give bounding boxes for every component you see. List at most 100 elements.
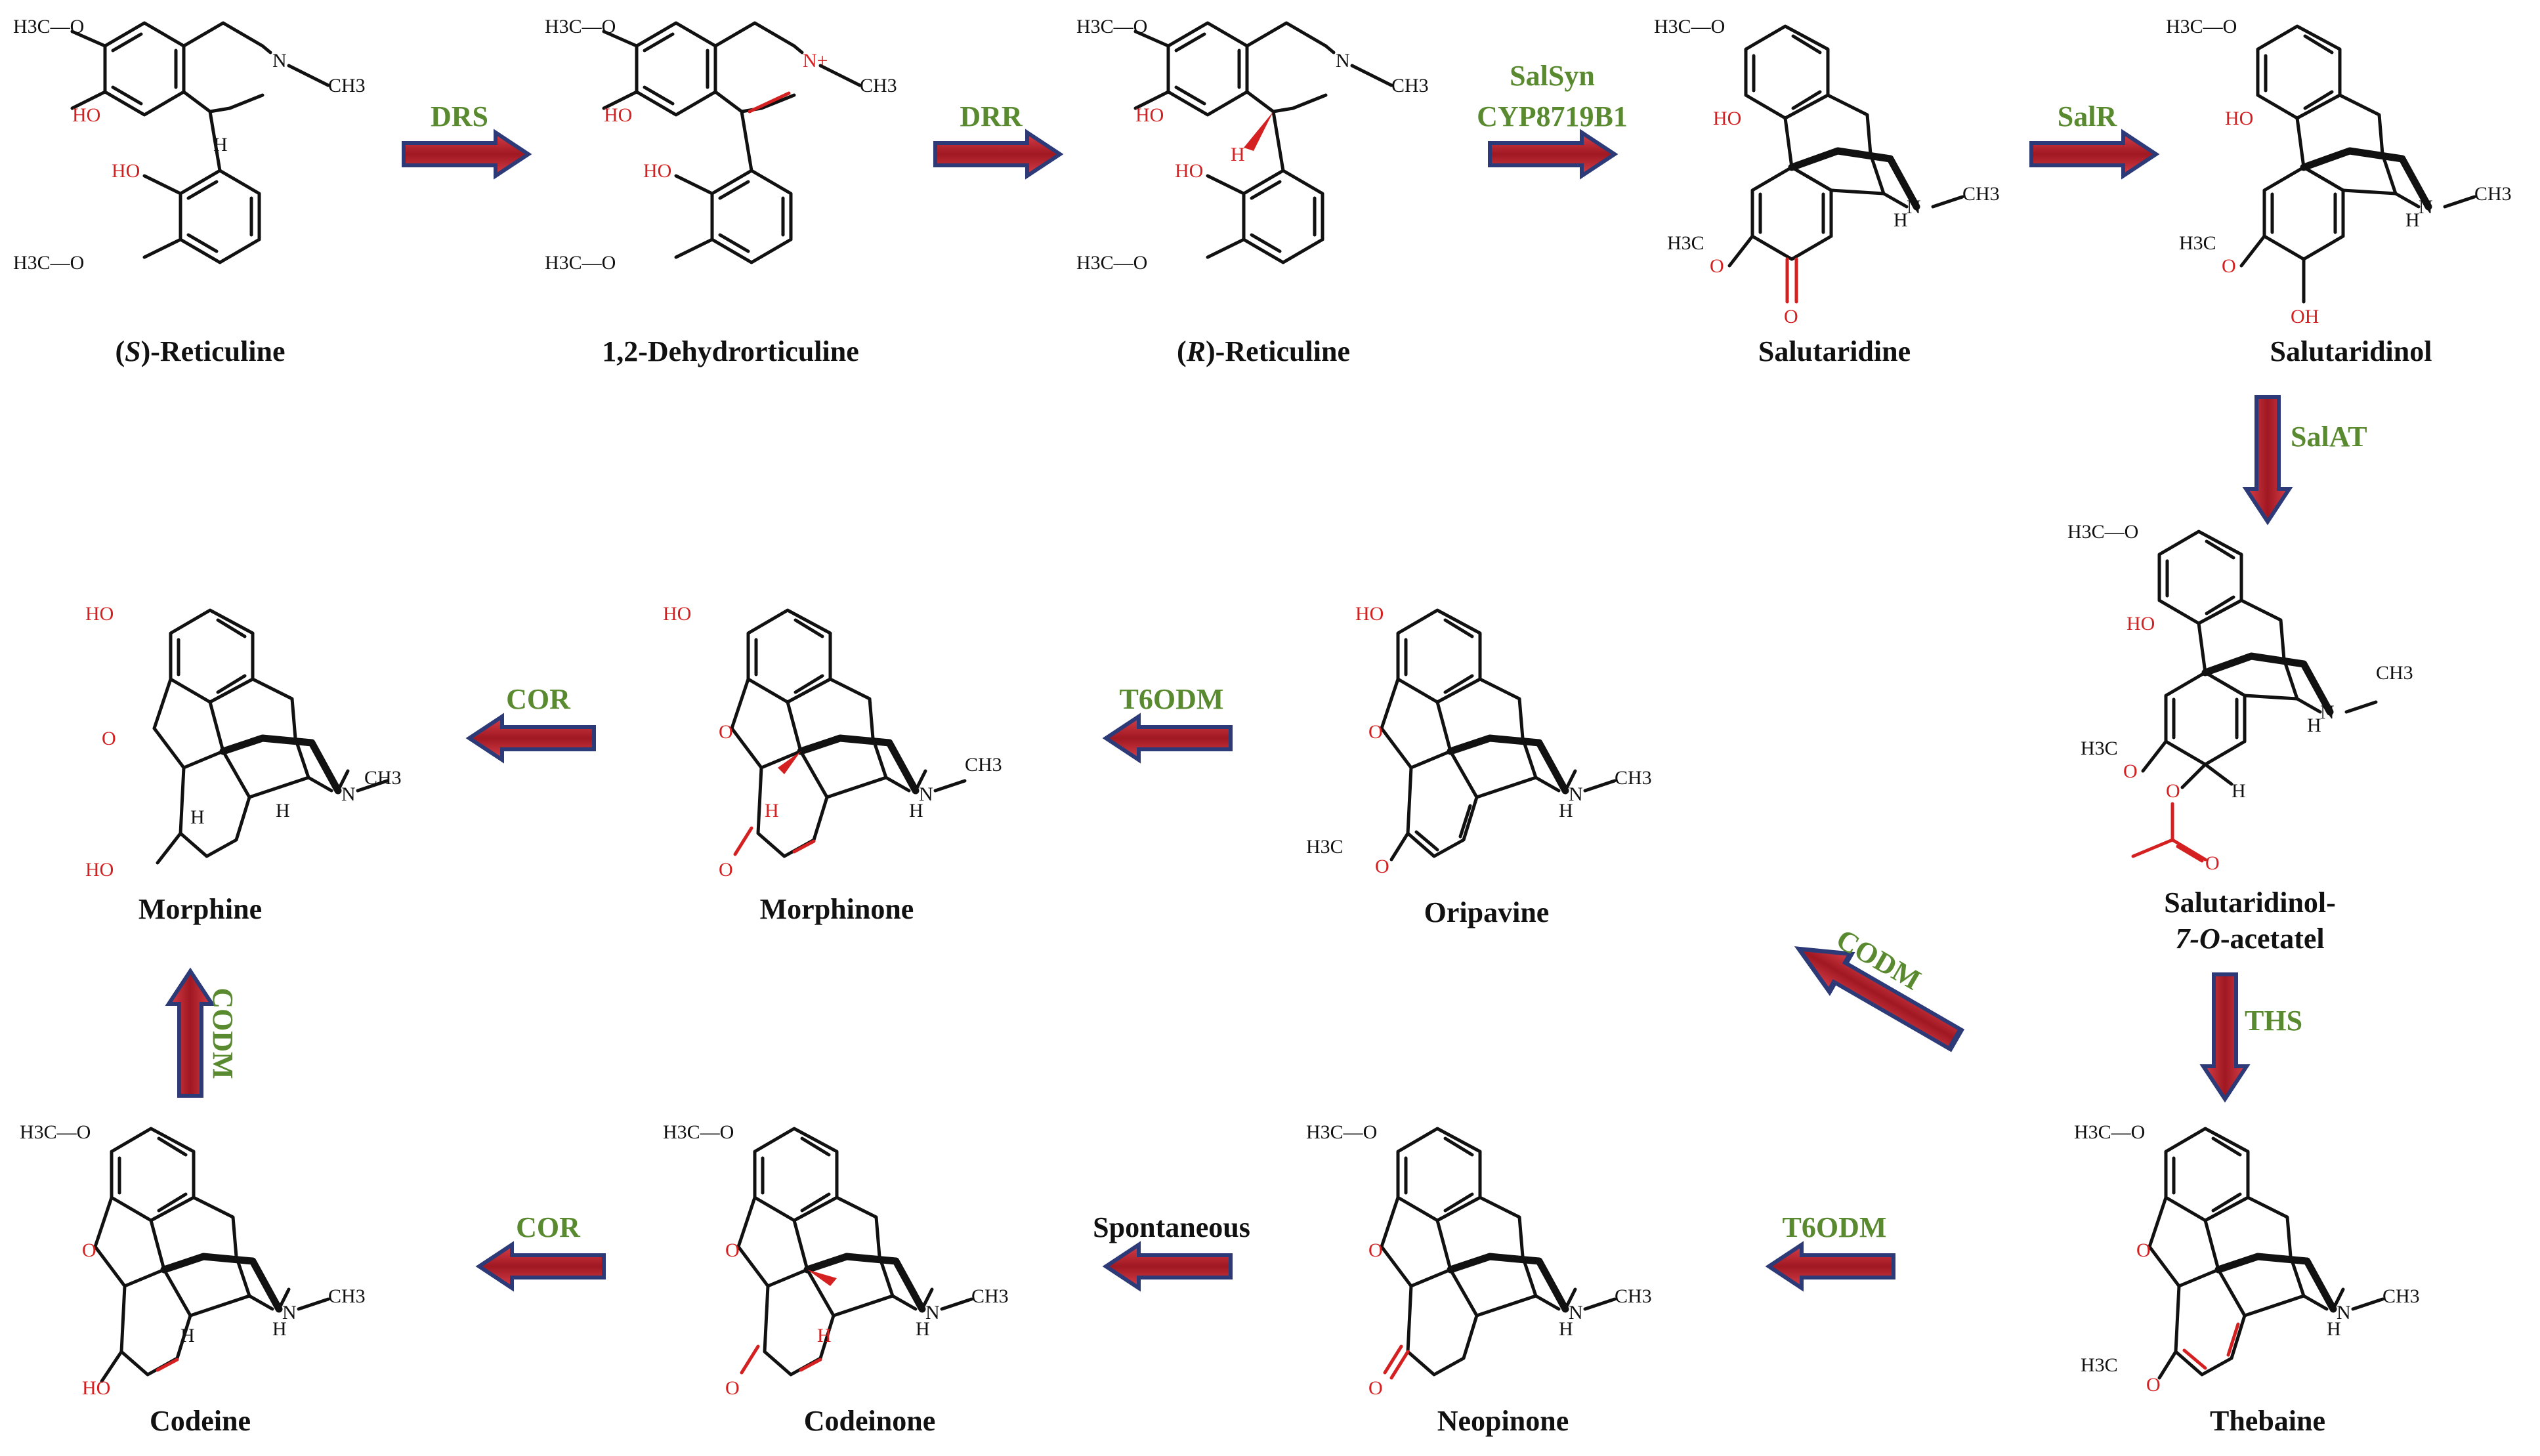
svg-text:H: H bbox=[817, 1325, 832, 1346]
neopinone-label: Neopinone bbox=[1437, 1405, 1569, 1437]
svg-text:HO: HO bbox=[85, 859, 114, 881]
oripavine-structure: HO O N CH3 H H3C O bbox=[1306, 603, 1652, 877]
svg-text:CH3: CH3 bbox=[364, 767, 402, 789]
codeine-label: Codeine bbox=[150, 1405, 251, 1437]
salutaridine-structure: H3C—O HO N CH3 H H3C O O bbox=[1654, 16, 2000, 327]
svg-text:HO: HO bbox=[1355, 603, 1384, 625]
thebaine-structure: H3C—O O N CH3 H H3C O bbox=[2074, 1121, 2420, 1396]
svg-text:H3C—O: H3C—O bbox=[13, 16, 84, 37]
svg-text:HO: HO bbox=[2127, 613, 2155, 634]
svg-text:N: N bbox=[919, 783, 933, 805]
svg-text:H3C—O: H3C—O bbox=[545, 16, 616, 37]
svg-text:O: O bbox=[1368, 1377, 1383, 1399]
svg-text:N+: N+ bbox=[803, 50, 828, 72]
svg-text:H3C: H3C bbox=[1667, 232, 1704, 254]
svg-text:H: H bbox=[916, 1318, 930, 1340]
drs-label: DRS bbox=[431, 100, 488, 133]
r-reticuline-structure: H3C—O HO N CH3 H HO H3C—O bbox=[1076, 16, 1429, 274]
salutaridinol-structure: H3C—O HO N CH3 H H3C O OH bbox=[2166, 16, 2512, 327]
svg-text:H: H bbox=[2405, 209, 2420, 231]
svg-text:CH3: CH3 bbox=[860, 75, 897, 96]
s-reticuline-structure: H3C—O HO N CH3 H HO H3C—O bbox=[13, 16, 366, 274]
svg-text:HO: HO bbox=[72, 104, 100, 126]
cor-middle-label: COR bbox=[506, 683, 571, 715]
svg-text:CH3: CH3 bbox=[2382, 1285, 2420, 1307]
svg-text:HO: HO bbox=[1135, 104, 1164, 126]
svg-text:O: O bbox=[2205, 852, 2220, 874]
svg-text:O: O bbox=[719, 859, 733, 881]
svg-text:N: N bbox=[2337, 1302, 2351, 1323]
svg-text:HO: HO bbox=[85, 603, 114, 625]
svg-text:HO: HO bbox=[1175, 160, 1203, 182]
svg-text:H: H bbox=[2327, 1318, 2341, 1340]
cyp-label: CYP8719B1 bbox=[1477, 100, 1628, 133]
cor-middle-arrow bbox=[469, 717, 594, 760]
svg-text:H3C: H3C bbox=[2081, 1354, 2118, 1376]
svg-text:N: N bbox=[1569, 783, 1583, 805]
salutaridine-label: Salutaridine bbox=[1758, 335, 1911, 367]
thebaine-label: Thebaine bbox=[2210, 1405, 2325, 1437]
svg-text:HO: HO bbox=[643, 160, 671, 182]
svg-text:H3C: H3C bbox=[1306, 836, 1344, 858]
dehydroreticuline-structure: H3C—O HO N+ CH3 HO H3C—O bbox=[545, 16, 897, 274]
morphine-label: Morphine bbox=[138, 893, 262, 925]
svg-text:CH3: CH3 bbox=[328, 75, 366, 96]
svg-text:O: O bbox=[1710, 255, 1724, 277]
svg-text:N: N bbox=[2320, 701, 2335, 723]
salsyn-label: SalSyn bbox=[1510, 60, 1595, 92]
svg-text:HO: HO bbox=[82, 1377, 110, 1399]
svg-text:H: H bbox=[765, 800, 779, 822]
svg-text:O: O bbox=[1784, 306, 1798, 327]
svg-text:N: N bbox=[925, 1302, 940, 1323]
ths-label: THS bbox=[2245, 1005, 2302, 1037]
svg-text:O: O bbox=[719, 721, 733, 743]
salsyn-arrow bbox=[1490, 133, 1615, 176]
morphinone-label: Morphinone bbox=[760, 893, 914, 925]
svg-text:O: O bbox=[725, 1239, 740, 1261]
svg-text:CH3: CH3 bbox=[971, 1285, 1009, 1307]
svg-text:CH3: CH3 bbox=[1962, 183, 2000, 205]
salr-arrow bbox=[2031, 133, 2156, 176]
svg-text:H3C—O: H3C—O bbox=[2074, 1121, 2145, 1143]
svg-text:H3C—O: H3C—O bbox=[2067, 521, 2138, 543]
t6odm-bottom-arrow bbox=[1769, 1245, 1894, 1288]
svg-text:H3C—O: H3C—O bbox=[1076, 252, 1147, 274]
svg-text:H3C—O: H3C—O bbox=[545, 252, 616, 274]
svg-text:H: H bbox=[1559, 1318, 1573, 1340]
svg-text:O: O bbox=[2136, 1239, 2151, 1261]
svg-text:O: O bbox=[82, 1239, 96, 1261]
svg-text:O: O bbox=[2146, 1374, 2161, 1396]
svg-text:H: H bbox=[213, 134, 228, 156]
svg-text:O: O bbox=[1368, 721, 1383, 743]
svg-text:N: N bbox=[1569, 1302, 1583, 1323]
svg-text:H: H bbox=[909, 800, 923, 822]
svg-text:H: H bbox=[272, 1318, 287, 1340]
salutaridinol-acetate-label-1: Salutaridinol- bbox=[2164, 886, 2336, 919]
svg-text:N: N bbox=[1907, 196, 1921, 218]
t6odm-bottom-label: T6ODM bbox=[1783, 1211, 1887, 1243]
neopinone-structure: H3C—O O N CH3 H O bbox=[1306, 1121, 1652, 1399]
svg-text:O: O bbox=[2123, 760, 2138, 782]
svg-text:H: H bbox=[276, 800, 290, 822]
svg-text:H: H bbox=[190, 806, 205, 828]
svg-text:O: O bbox=[2166, 780, 2180, 802]
drs-arrow bbox=[404, 133, 528, 176]
svg-text:OH: OH bbox=[2291, 306, 2319, 327]
salr-label: SalR bbox=[2058, 100, 2118, 133]
morphinone-structure: HO O N CH3 H H O bbox=[663, 603, 1002, 881]
r-reticuline-label: (R)-Reticuline bbox=[1177, 335, 1350, 367]
codeinone-structure: H3C—O O N CH3 H H O bbox=[663, 1121, 1009, 1399]
svg-text:HO: HO bbox=[2225, 108, 2253, 129]
svg-text:O: O bbox=[102, 728, 116, 749]
svg-text:H: H bbox=[1231, 144, 1245, 165]
svg-text:CH3: CH3 bbox=[1391, 75, 1429, 96]
svg-text:O: O bbox=[1368, 1239, 1383, 1261]
dehydroreticuline-label: 1,2-Dehydrorticuline bbox=[602, 335, 859, 367]
salutaridinol-label: Salutaridinol bbox=[2270, 335, 2432, 367]
svg-text:H: H bbox=[1559, 800, 1573, 822]
codm-vertical-arrow bbox=[169, 971, 212, 1096]
ths-arrow bbox=[2203, 974, 2247, 1099]
svg-text:H: H bbox=[180, 1325, 195, 1346]
t6odm-middle-arrow bbox=[1106, 717, 1231, 760]
svg-text:H3C—O: H3C—O bbox=[1654, 16, 1725, 37]
